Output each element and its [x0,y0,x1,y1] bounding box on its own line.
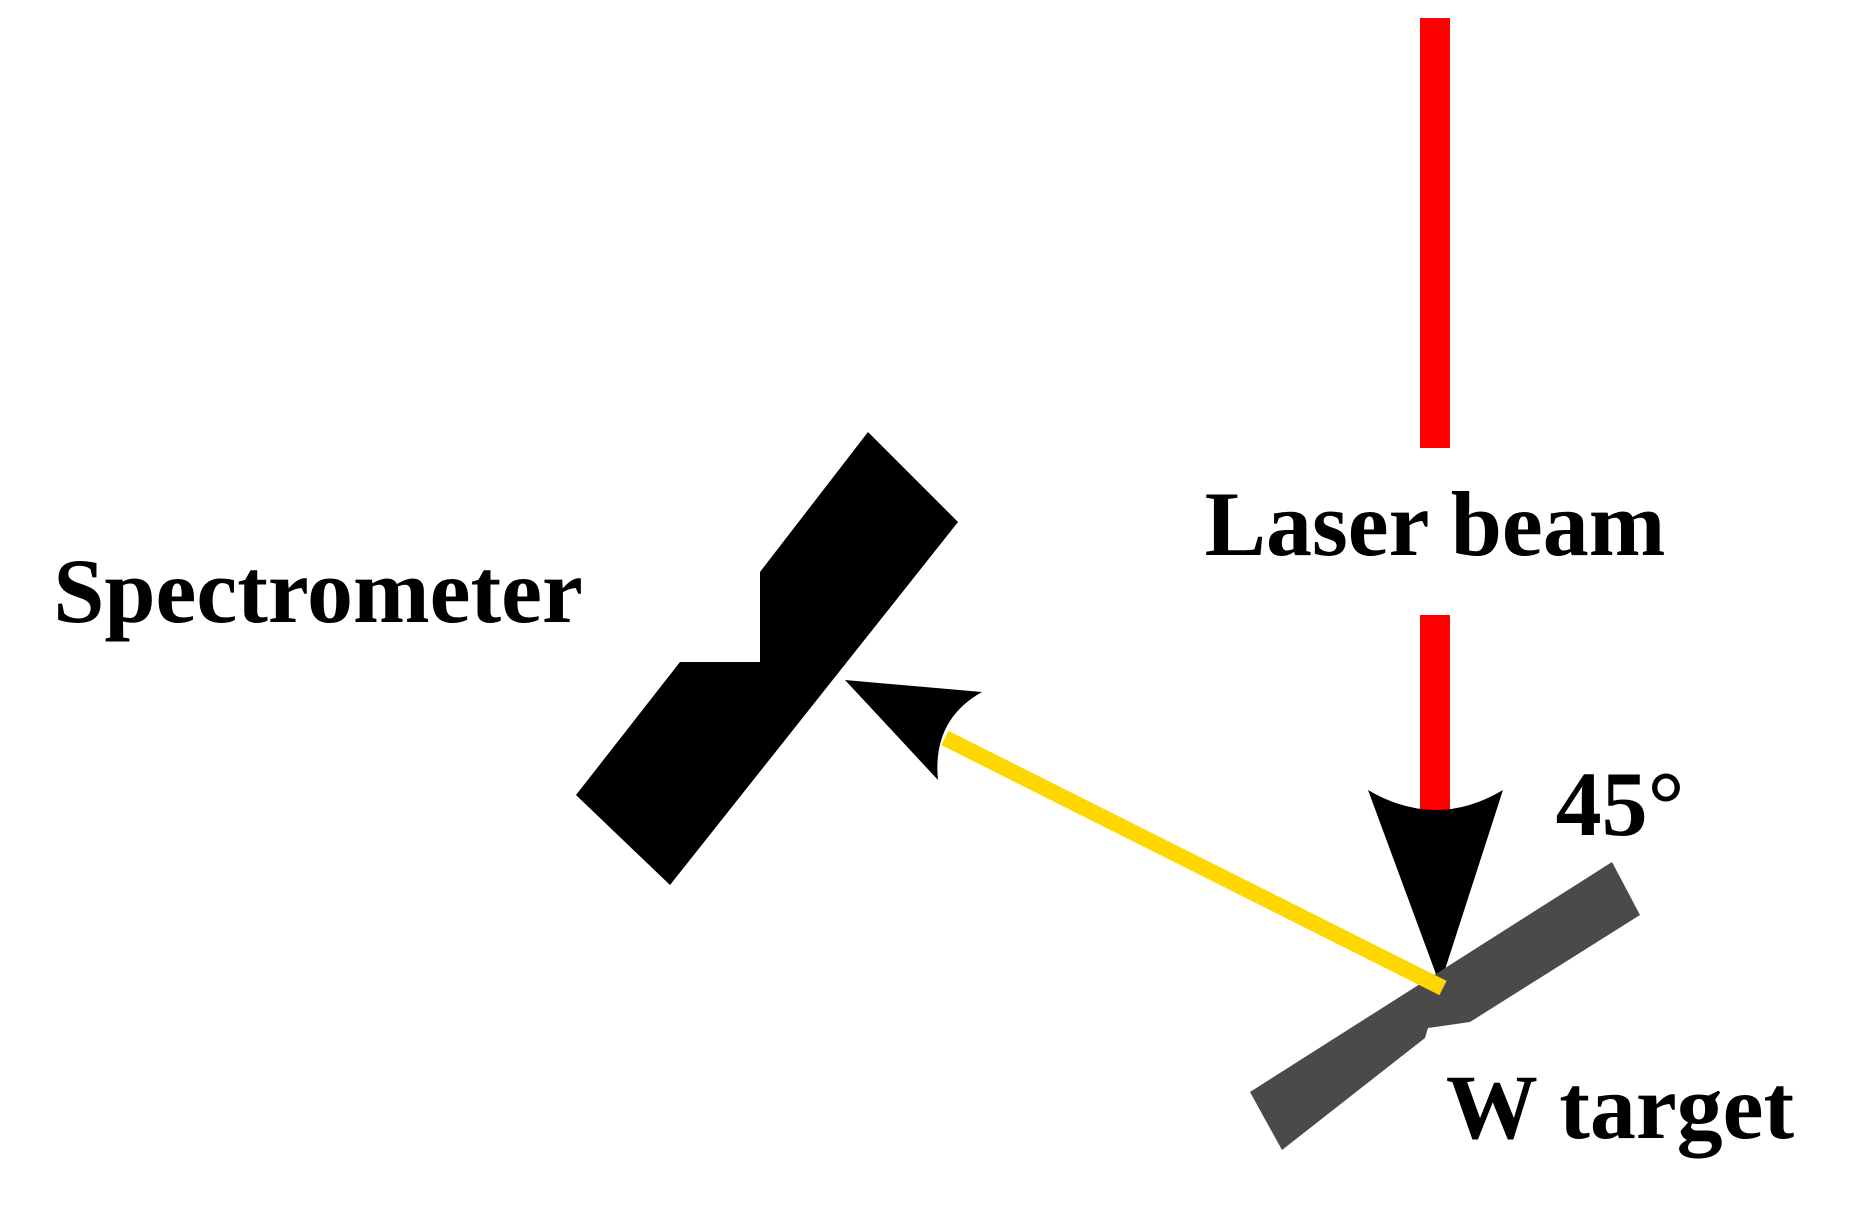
laser-beam-lower [1420,615,1450,830]
w-target-icon [1250,862,1640,1150]
laser-beam-label: Laser beam [1205,473,1666,575]
target-label: W target [1446,1056,1795,1158]
emission-ray [941,730,1447,996]
laser-beam-upper [1420,18,1450,448]
spectrometer-label: Spectrometer [53,540,583,642]
emission-arrowhead-icon [845,680,982,780]
angle-label: 45° [1556,753,1685,855]
spectrometer-icon [576,432,958,885]
laser-arrowhead-icon [1368,790,1503,985]
